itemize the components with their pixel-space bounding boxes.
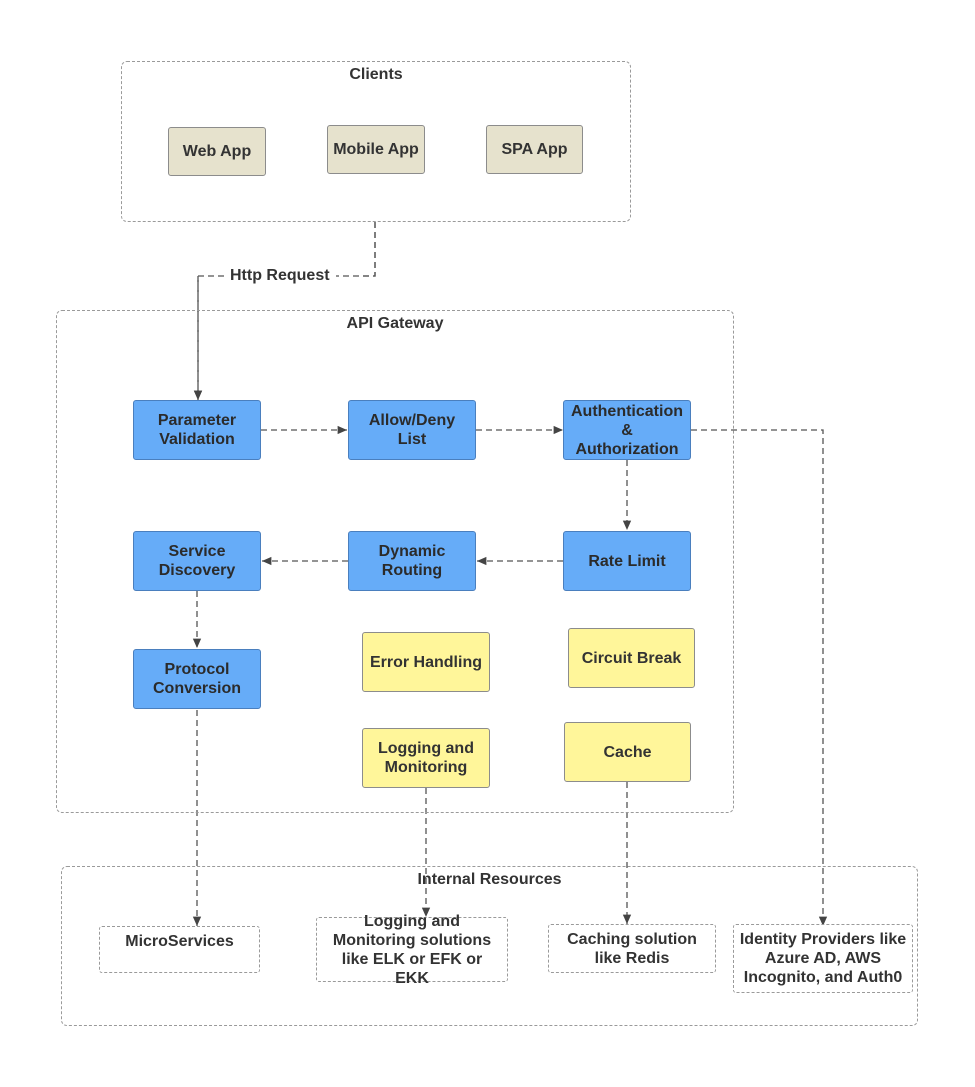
http-request-label: Http Request bbox=[226, 267, 334, 285]
logging-solutions-node: Logging and Monitoring solutions like EL… bbox=[316, 913, 508, 987]
error-handling-node: Error Handling bbox=[362, 632, 490, 692]
clients-group-title: Clients bbox=[349, 66, 403, 83]
api-gateway-group-title: API Gateway bbox=[346, 315, 444, 332]
logging-monitoring-node: Logging and Monitoring bbox=[362, 728, 490, 788]
spa-app-node: SPA App bbox=[486, 125, 583, 174]
web-app-node: Web App bbox=[168, 127, 266, 176]
caching-solution-node: Caching solution like Redis bbox=[548, 924, 716, 973]
api-gateway-group: API Gateway bbox=[56, 310, 734, 813]
protocol-conversion-node: Protocol Conversion bbox=[133, 649, 261, 709]
allow-deny-list-node: Allow/Deny List bbox=[348, 400, 476, 460]
parameter-validation-node: Parameter Validation bbox=[133, 400, 261, 460]
cache-node: Cache bbox=[564, 722, 691, 782]
clients-group: Clients bbox=[121, 61, 631, 222]
circuit-break-node: Circuit Break bbox=[568, 628, 695, 688]
service-discovery-node: Service Discovery bbox=[133, 531, 261, 591]
edge-label-to-param bbox=[193, 275, 224, 400]
internal-resources-group: Internal Resources bbox=[61, 866, 918, 1026]
internal-resources-group-title: Internal Resources bbox=[417, 871, 562, 888]
rate-limit-node: Rate Limit bbox=[563, 531, 691, 591]
mobile-app-node: Mobile App bbox=[327, 125, 425, 174]
identity-providers-node: Identity Providers like Azure AD, AWS In… bbox=[733, 924, 913, 993]
authentication-authorization-node: Authentication & Authorization bbox=[563, 400, 691, 460]
edge-clients-to-label bbox=[336, 222, 376, 277]
microservices-node: MicroServices bbox=[99, 926, 260, 973]
dynamic-routing-node: Dynamic Routing bbox=[348, 531, 476, 591]
edge-auth-to-identity bbox=[691, 429, 828, 926]
